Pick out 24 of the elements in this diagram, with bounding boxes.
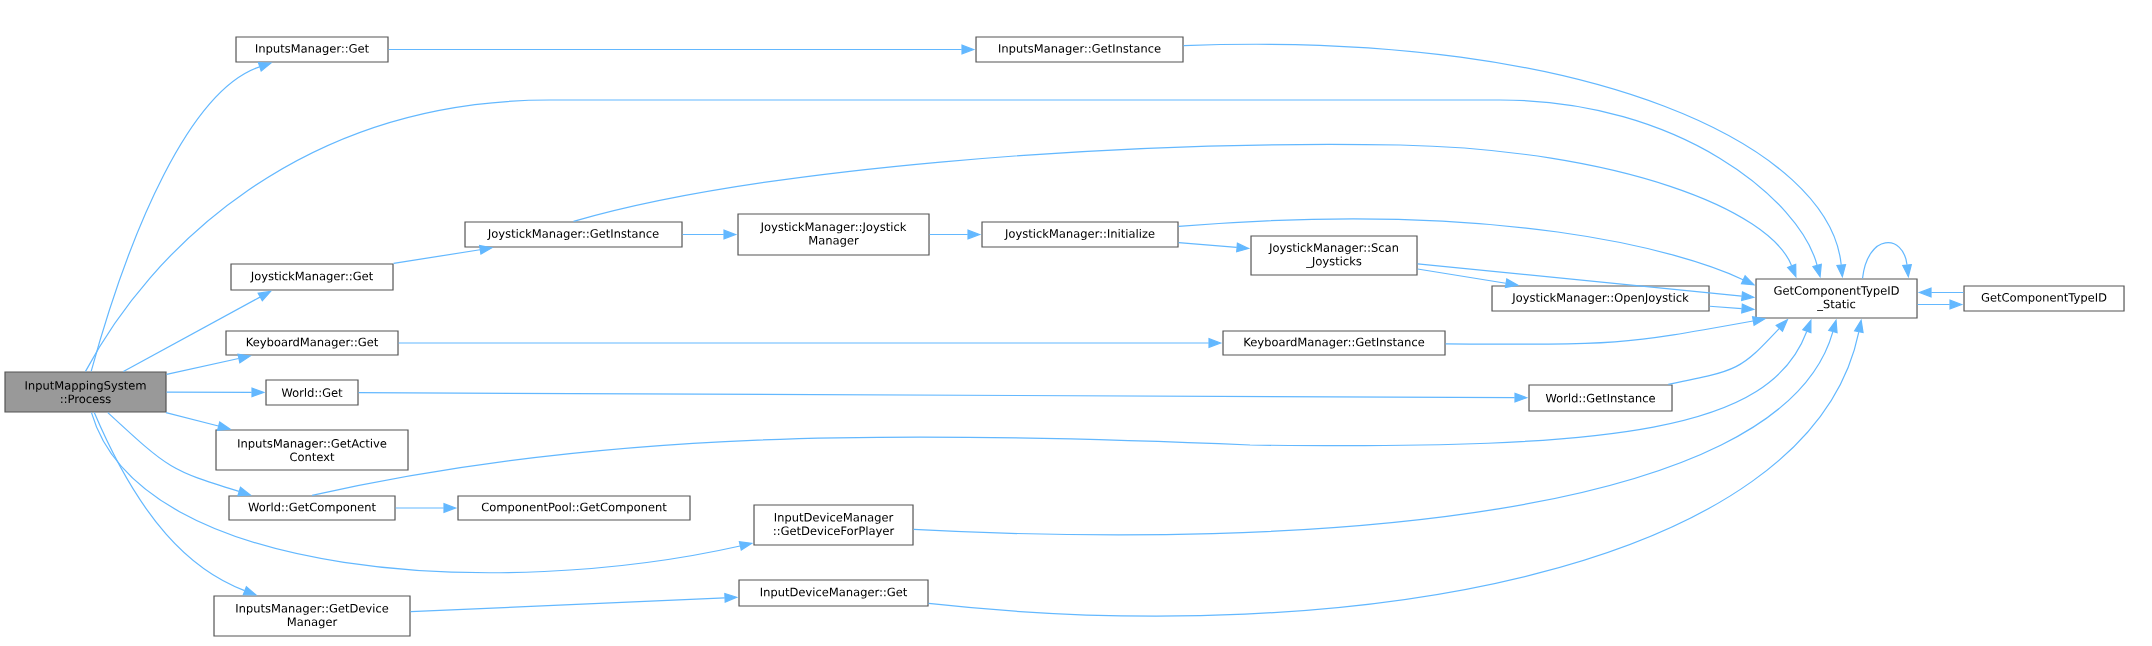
function-box: JoystickManager::Initialize xyxy=(981,221,1179,248)
function-box: ComponentPool::GetComponent xyxy=(457,495,691,521)
function-box: InputMappingSystem ::Process xyxy=(4,371,167,413)
function-box: JoystickManager::Joystick Manager xyxy=(737,213,930,256)
function-box: KeyboardManager::Get xyxy=(225,330,399,356)
arrow xyxy=(1861,242,1913,279)
function-box: InputDeviceManager::Get xyxy=(738,579,929,607)
function-box: JoystickManager::OpenJoystick xyxy=(1491,285,1710,312)
function-box: JoystickManager::GetInstance xyxy=(464,221,683,248)
function-box: GetComponentTypeID _Static xyxy=(1755,278,1918,319)
function-box: KeyboardManager::GetInstance xyxy=(1222,330,1446,356)
function-box: JoystickManager::Get xyxy=(230,263,394,291)
function-box: JoystickManager::Scan _Joysticks xyxy=(1250,235,1418,276)
function-box: InputsManager::GetActive Context xyxy=(215,429,409,471)
arrow xyxy=(122,290,272,372)
function-box: InputsManager::Get xyxy=(235,36,389,63)
function-box: InputsManager::GetDevice Manager xyxy=(213,595,411,637)
function-box: World::GetInstance xyxy=(1528,384,1673,412)
function-box: GetComponentTypeID xyxy=(1963,285,2125,312)
function-box: InputDeviceManager ::GetDeviceForPlayer xyxy=(753,504,914,546)
function-box: World::GetComponent xyxy=(228,495,396,521)
arrow xyxy=(84,99,1822,372)
function-box: World::Get xyxy=(265,379,359,406)
function-box: InputsManager::GetInstance xyxy=(975,36,1184,63)
